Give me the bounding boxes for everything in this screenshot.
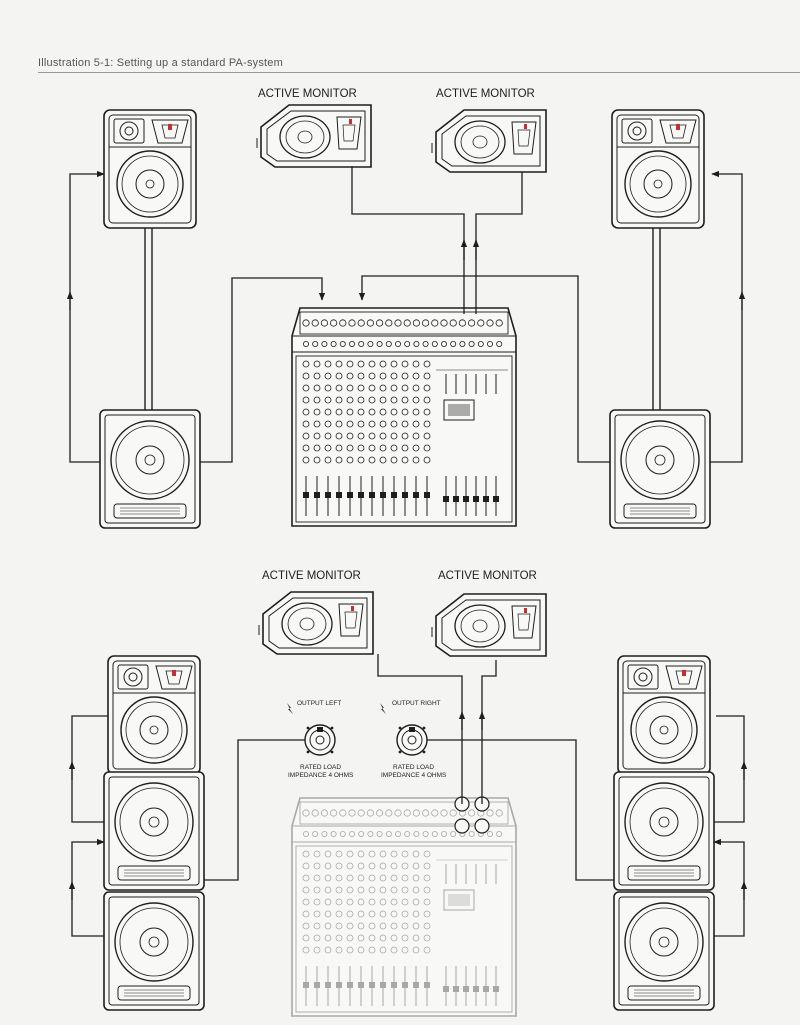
subwoofer-top-left xyxy=(99,409,201,529)
output-left-impedance: IMPEDANCE 4 OHMS xyxy=(288,772,354,779)
monitor-label-top-right: ACTIVE MONITOR xyxy=(436,88,535,100)
subwoofer-bottom-right-1 xyxy=(613,771,715,891)
monitor-label-bottom-left: ACTIVE MONITOR xyxy=(262,570,361,582)
active-monitor-bottom-right xyxy=(431,593,547,657)
subwoofer-bottom-right-2 xyxy=(613,891,715,1011)
active-monitor-top-right xyxy=(431,109,547,173)
bottom-setup: ACTIVE MONITOR ACTIVE MONITOR OUTPUT LEF… xyxy=(68,570,748,1017)
caption-rule xyxy=(38,72,800,73)
monitor-label-bottom-right: ACTIVE MONITOR xyxy=(438,570,537,582)
output-right-impedance: IMPEDANCE 4 OHMS xyxy=(381,772,447,779)
active-monitor-bottom-left xyxy=(258,591,374,655)
output-right-connector xyxy=(396,724,428,756)
full-range-speaker-top-left xyxy=(103,109,197,229)
warning-bolt-icon-left xyxy=(287,703,293,714)
subwoofer-bottom-left-1 xyxy=(103,771,205,891)
cables-bottom xyxy=(68,654,748,937)
subwoofer-top-right xyxy=(609,409,711,529)
warning-bolt-icon-right xyxy=(380,703,386,714)
cables-top xyxy=(66,166,746,463)
mixer-console-top xyxy=(291,307,517,527)
output-left-title: OUTPUT LEFT xyxy=(297,700,341,707)
subwoofer-bottom-left-2 xyxy=(103,891,205,1011)
full-range-speaker-bottom-left xyxy=(107,655,201,775)
full-range-speaker-bottom-right xyxy=(617,655,711,775)
top-setup: ACTIVE MONITOR ACTIVE MONITOR xyxy=(66,88,746,529)
output-right-title: OUTPUT RIGHT xyxy=(392,700,441,707)
monitor-label-top-left: ACTIVE MONITOR xyxy=(258,88,357,100)
active-monitor-top-left xyxy=(256,104,372,168)
output-left-connector xyxy=(304,724,336,756)
output-right-rated-load: RATED LOAD xyxy=(393,764,434,771)
illustration-caption: Illustration 5-1: Setting up a standard … xyxy=(38,57,283,69)
full-range-speaker-top-right xyxy=(611,109,705,229)
aux-xlr-jacks xyxy=(454,796,490,834)
output-left-rated-load: RATED LOAD xyxy=(300,764,341,771)
